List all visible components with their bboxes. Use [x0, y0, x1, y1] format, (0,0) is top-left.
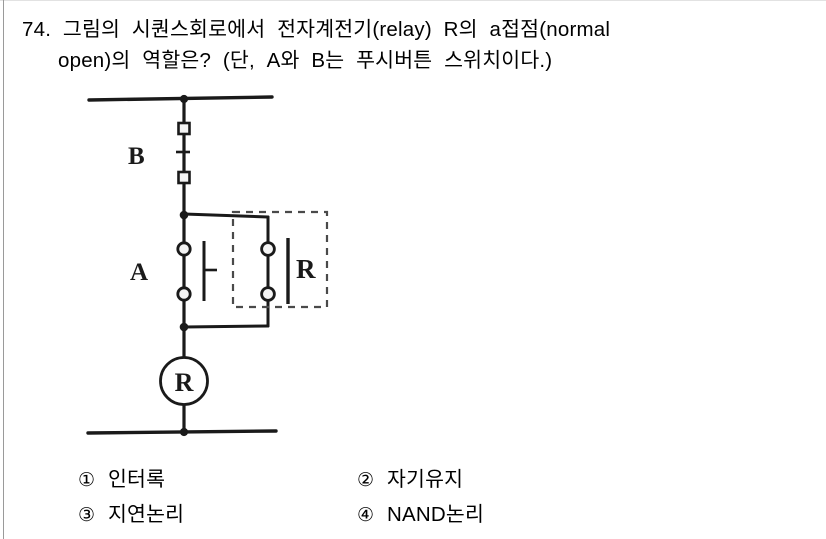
- option-4-label: NAND논리: [387, 503, 485, 526]
- switch-b-terminal-bottom: [177, 170, 191, 185]
- relay-contact-dashed-box: [231, 210, 329, 309]
- switch-b-label: B: [128, 143, 145, 170]
- option-3-number: ③: [78, 505, 96, 526]
- answer-options: ① 인터록 ② 자기유지 ③ 지연논리 ④ NAND논리: [78, 466, 678, 536]
- option-2[interactable]: ② 자기유지: [357, 466, 463, 495]
- page-top-border: [0, 0, 826, 1]
- option-1[interactable]: ① 인터록: [78, 466, 357, 495]
- wire-branch-top: [182, 212, 270, 219]
- page-left-border: [3, 0, 4, 539]
- circuit-diagram-svg: B A R R: [86, 94, 329, 437]
- circuit-diagram: B A R R: [80, 86, 360, 456]
- wire-branch-bottom: [182, 324, 270, 329]
- option-2-number: ②: [357, 470, 375, 491]
- switch-a-label: A: [130, 259, 148, 286]
- switch-a-terminal-top: [176, 241, 192, 257]
- question-line-1: 74. 그림의 시퀀스회로에서 전자계전기(relay) R의 a접점(norm…: [22, 18, 611, 41]
- option-1-number: ①: [78, 470, 96, 491]
- option-2-label: 자기유지: [387, 468, 464, 491]
- junction-dot-branch-top: [179, 210, 189, 220]
- option-1-label: 인터록: [108, 468, 166, 491]
- relay-contact-label: R: [296, 254, 316, 284]
- option-4[interactable]: ④ NAND논리: [357, 501, 484, 530]
- junction-dot-bottom: [179, 427, 189, 437]
- junction-dot-top: [179, 94, 189, 104]
- option-row-2: ③ 지연논리 ④ NAND논리: [78, 501, 678, 536]
- option-3-label: 지연논리: [108, 503, 185, 526]
- switch-a-terminal-bottom: [176, 286, 192, 302]
- relay-contact-terminal-bottom: [260, 286, 276, 302]
- option-4-number: ④: [357, 505, 375, 526]
- relay-contact-terminal-top: [260, 241, 276, 257]
- switch-b-terminal-top: [177, 121, 191, 136]
- relay-coil-label: R: [175, 368, 194, 397]
- junction-dot-branch-bottom: [179, 322, 189, 332]
- option-row-1: ① 인터록 ② 자기유지: [78, 466, 678, 501]
- relay-coil-circle: [159, 356, 209, 406]
- question-text-block: 74. 그림의 시퀀스회로에서 전자계전기(relay) R의 a접점(norm…: [22, 14, 742, 76]
- question-line-2: open)의 역할은? (단, A와 B는 푸시버튼 스위치이다.): [58, 49, 553, 72]
- option-3[interactable]: ③ 지연논리: [78, 501, 357, 530]
